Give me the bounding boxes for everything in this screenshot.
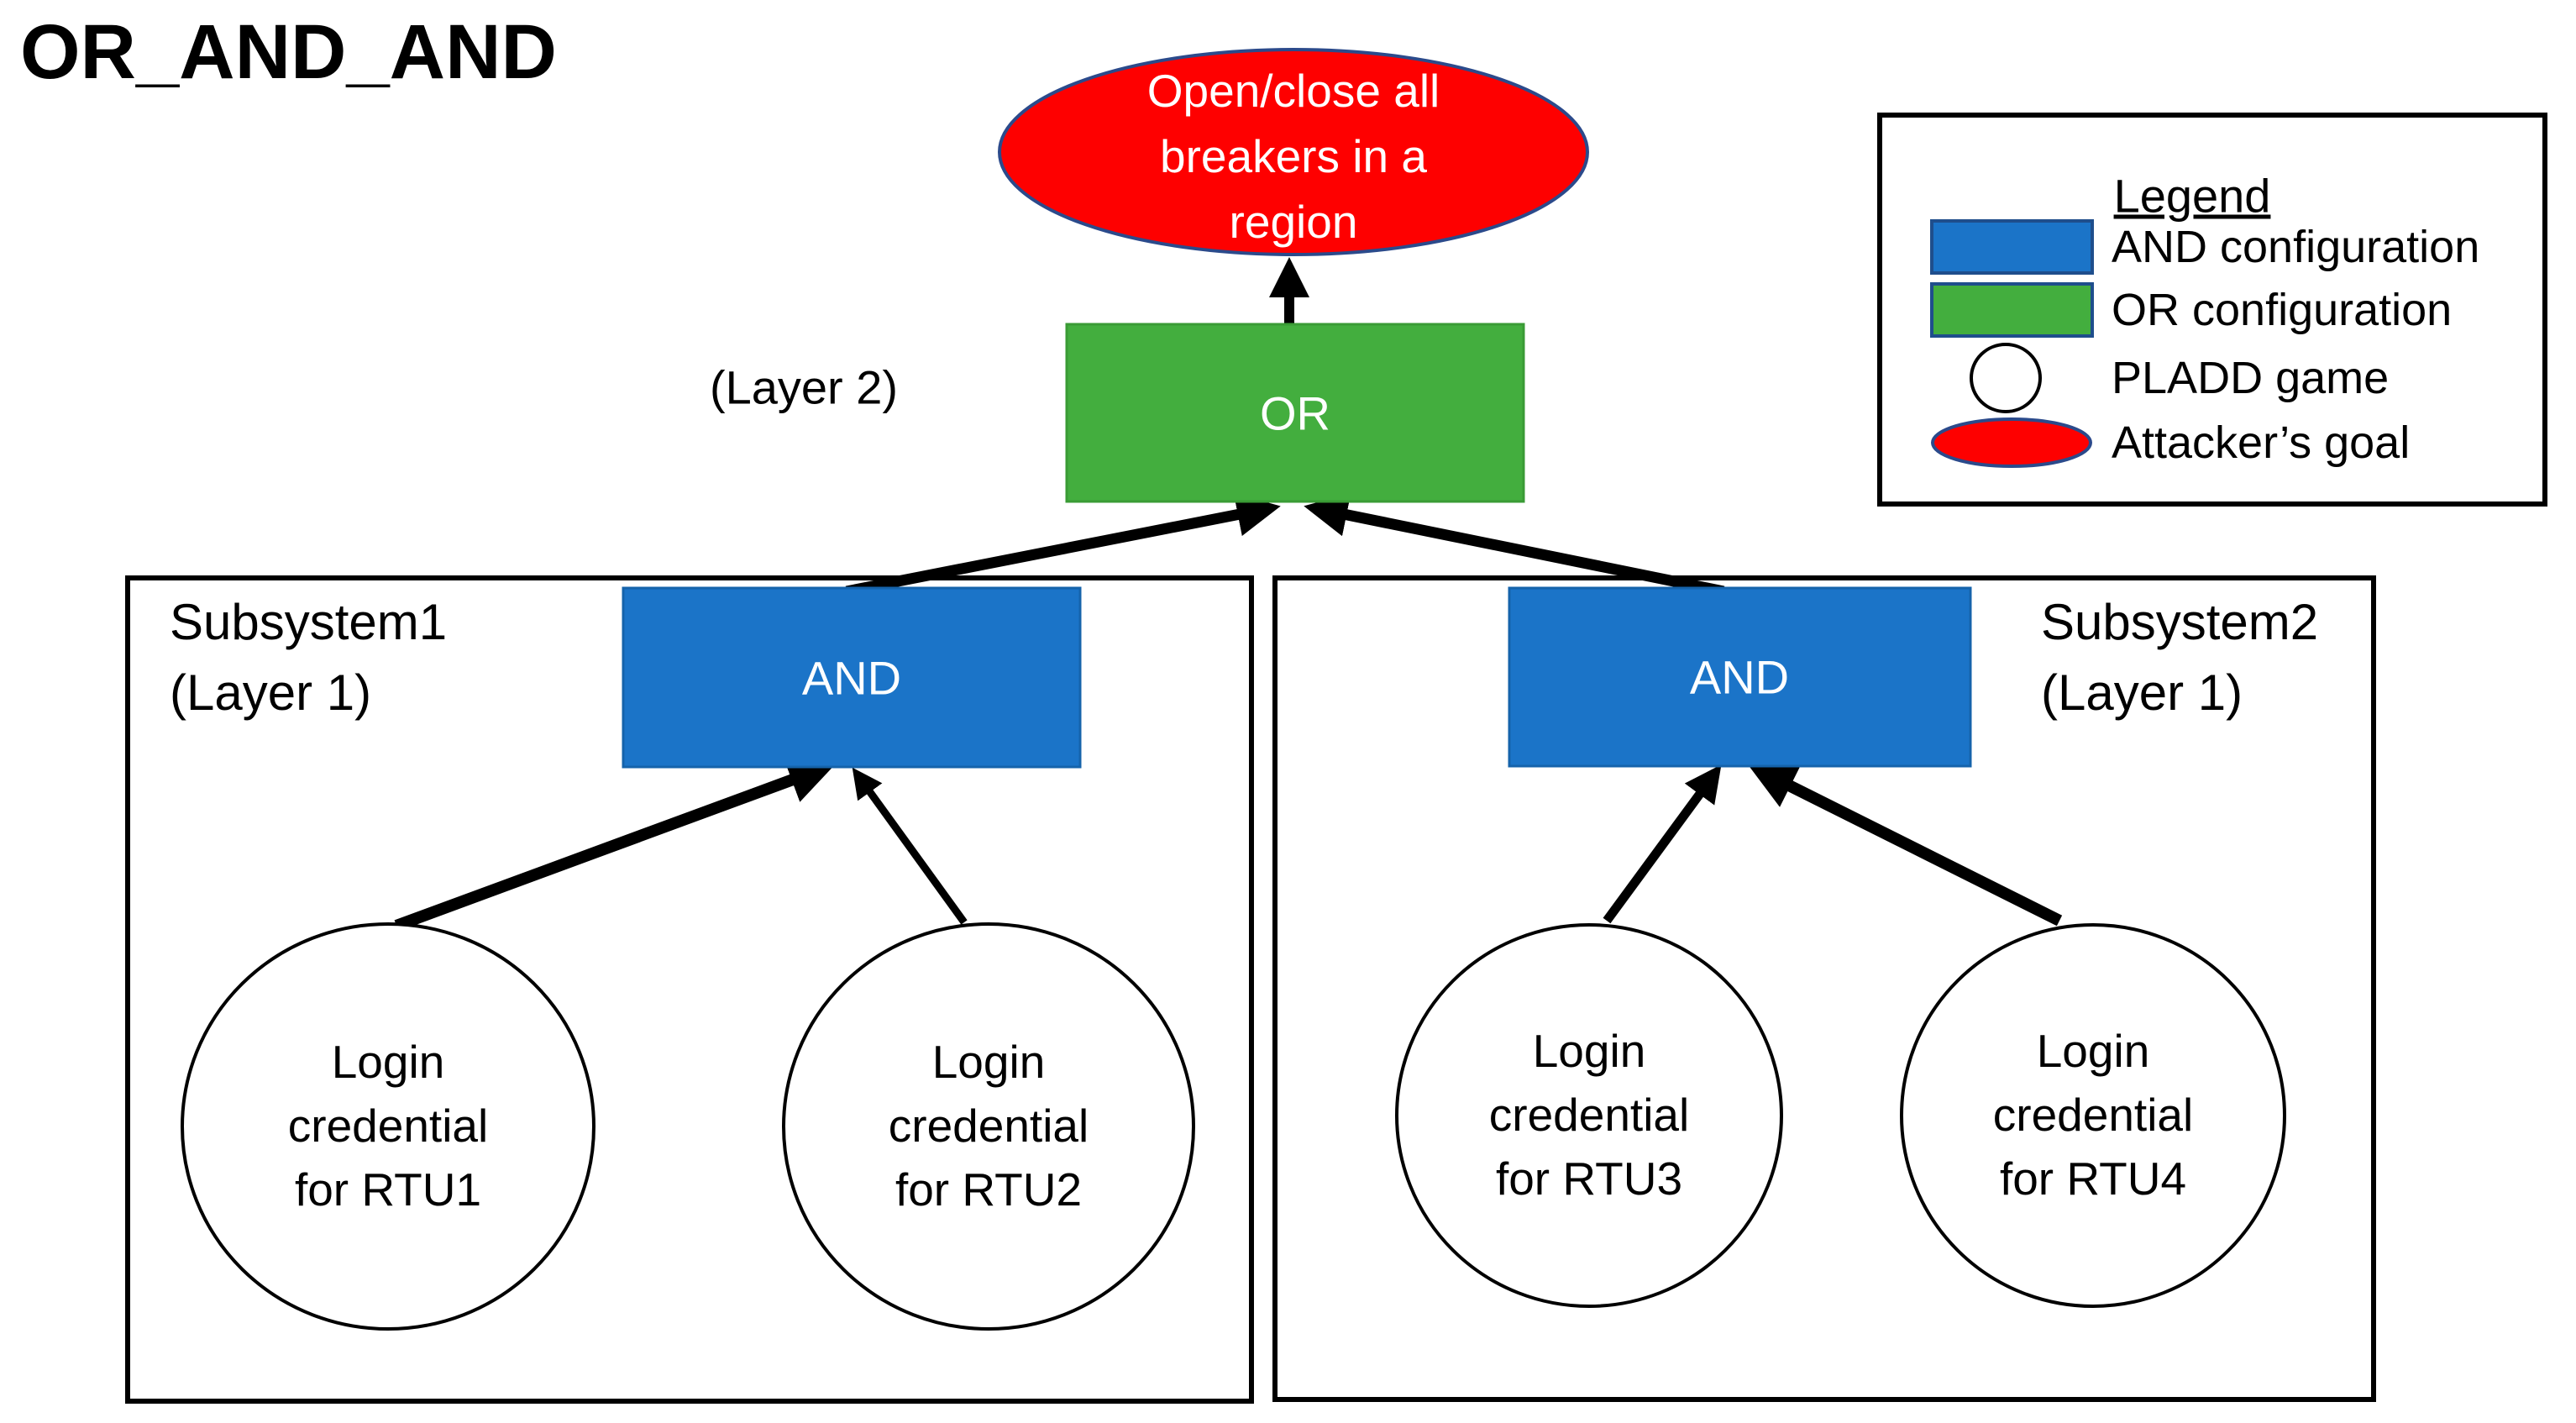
subsystem1-name: Subsystem1 (170, 594, 448, 650)
arrow-rtu2-to-and1 (852, 767, 968, 925)
leaf-label-rtu3: Login credential for RTU3 (1488, 1025, 1690, 1205)
subsystem2-box (1272, 575, 2376, 1402)
pladd-circle-rtu1 (181, 922, 595, 1331)
leaf-label-rtu1: Login credential for RTU1 (287, 1036, 489, 1216)
legend-swatch-pladd-circle (1970, 343, 2042, 413)
legend-title: Legend (2113, 169, 2271, 223)
legend-swatch-or (1930, 282, 2094, 338)
legend-item-goal: Attacker’s goal (2112, 417, 2411, 468)
leaf-label-rtu2: Login credential for RTU2 (888, 1036, 1089, 1216)
attacker-goal-label: Open/close all breakers in a region (1146, 64, 1440, 249)
legend-swatch-goal-ellipse (1931, 417, 2092, 468)
arrow-rtu3-to-and2 (1603, 764, 1722, 924)
layer2-label: (Layer 2) (709, 360, 899, 414)
subsystem2-name: Subsystem2 (2041, 594, 2319, 650)
legend-item-and: AND configuration (2112, 222, 2480, 272)
arrow-and2-to-or (1304, 493, 1725, 597)
subsystem1-box (125, 575, 1254, 1404)
and-gate-2-label: AND (1689, 650, 1790, 704)
legend-swatch-and (1930, 219, 2094, 275)
arrow-rtu1-to-and1 (394, 758, 837, 932)
or-gate-rect (1065, 323, 1525, 503)
subsystem1-layer: (Layer 1) (170, 664, 372, 721)
or-gate-label: OR (1260, 386, 1330, 440)
and-gate-2-rect (1508, 586, 1972, 768)
pladd-circle-rtu3 (1395, 923, 1783, 1308)
and-gate-1-rect (622, 586, 1082, 769)
arrow-rtu4-to-and2 (1748, 764, 2063, 927)
leaf-label-rtu4: Login credential for RTU4 (1992, 1025, 2194, 1205)
pladd-circle-rtu2 (782, 922, 1195, 1331)
pladd-circle-rtu4 (1900, 923, 2286, 1308)
legend-item-pladd: PLADD game (2112, 353, 2390, 403)
legend-item-or: OR configuration (2112, 285, 2453, 335)
page-title: OR_AND_AND (20, 9, 557, 95)
attacker-goal-ellipse (998, 48, 1589, 256)
and-gate-1-label: AND (801, 651, 902, 705)
arrow-and1-to-or (845, 493, 1281, 597)
subsystem2-layer: (Layer 1) (2041, 664, 2243, 721)
